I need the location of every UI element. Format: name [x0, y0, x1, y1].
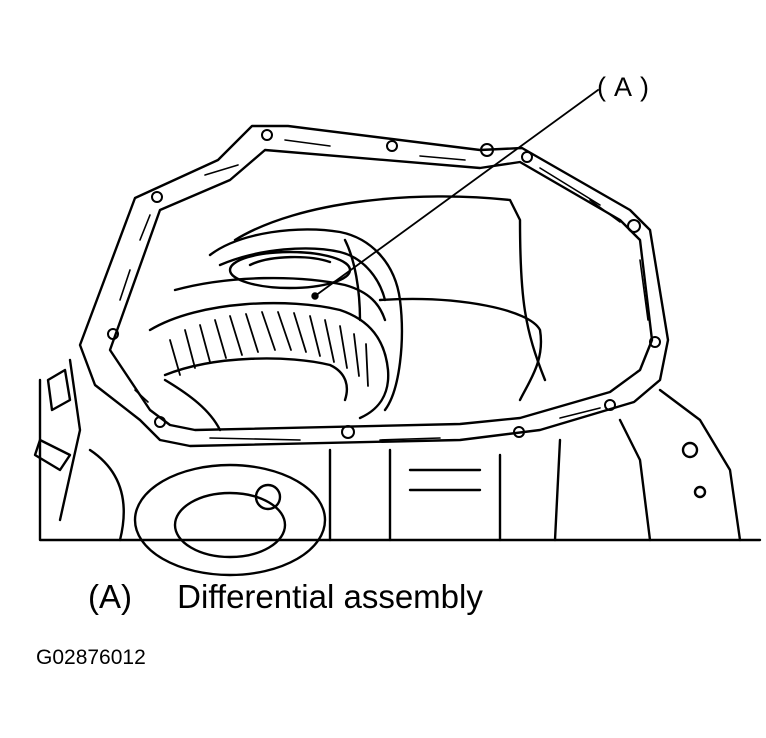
callout-leader-dot — [311, 292, 319, 300]
flange-ribs — [119, 139, 649, 441]
flange-bolt-holes — [107, 129, 661, 439]
cavity-rim — [378, 297, 543, 402]
legend-key: (A) — [88, 578, 132, 615]
figure-id: G02876012 — [36, 646, 146, 669]
transmission-case — [33, 358, 762, 577]
case-cavity — [233, 195, 547, 382]
ring-gear — [148, 301, 390, 432]
legend: (A) Differential assembly — [88, 578, 483, 616]
callout-label-a: ( A ) — [597, 72, 651, 102]
differential-assembly — [173, 228, 404, 412]
case-flange-outer — [78, 124, 670, 448]
case-flange-inner — [108, 148, 654, 432]
callout-leader-line — [314, 89, 599, 297]
legend-text: Differential assembly — [177, 578, 483, 615]
